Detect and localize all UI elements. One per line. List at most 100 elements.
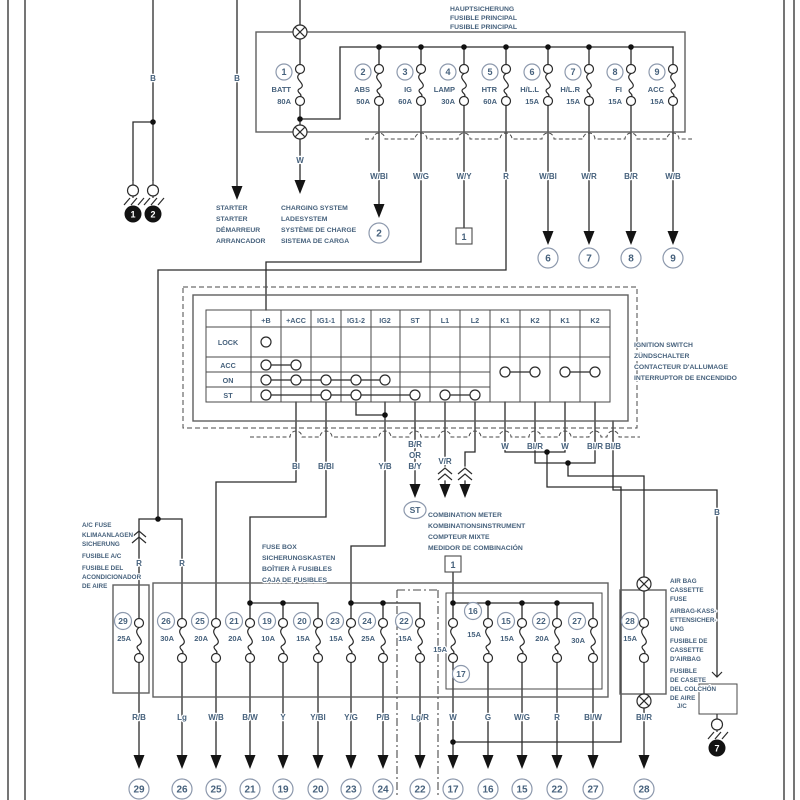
ignition-output-wires <box>215 401 718 743</box>
wire-color-label: B <box>150 74 156 83</box>
fuse-amp: 15A <box>329 634 343 643</box>
wire-color-label: Bl/B <box>605 442 621 451</box>
label-charging-de: LADESYSTEM <box>281 216 328 223</box>
ac-fuse-label-block: A/C FUSE KLIMAANLAGEN SICHERUNG FUSIBLE … <box>81 521 143 591</box>
col-header: ST <box>410 316 420 325</box>
fuse-number: 4 <box>445 67 450 77</box>
starter-label-block: STARTER STARTER DÉMARREUR ARRANCADOR <box>215 204 267 246</box>
wire-color-label: P/B <box>376 713 390 722</box>
wire-color-label: B/Y <box>408 462 422 471</box>
fuse-name: H/L.L <box>520 85 539 94</box>
ignition-contact-matrix <box>260 336 601 401</box>
fuse-number: 25 <box>195 616 205 626</box>
row-header: ON <box>223 376 234 385</box>
label-airbag: CASSETTE <box>670 587 704 594</box>
label-starter-fr: DÉMARREUR <box>216 225 260 234</box>
connector-ref: 20 <box>312 785 324 796</box>
fuse-amp: 15A <box>433 645 447 654</box>
label-fusebox-es: CAJA DE FUSIBLES <box>262 577 328 584</box>
connector-destination-badges: 2 6 7 8 9 1 1 ST <box>368 222 684 573</box>
connector-ref: 6 <box>545 254 551 265</box>
label-airbag: ETTENSICHER- <box>670 617 717 624</box>
wire-color-label: W <box>449 713 457 722</box>
bottom-destination-badges: 29 26 25 21 19 20 23 24 22 17 16 15 22 2… <box>128 778 655 800</box>
wire-color-label: W/Y <box>456 172 472 181</box>
fuse-number: 27 <box>572 616 582 626</box>
connector-ref-boxed: 1 <box>450 560 455 570</box>
wire-color-label: R <box>554 713 560 722</box>
ground-ref: 2 <box>150 210 155 220</box>
label-ac-de2: SICHERUNG <box>82 541 120 548</box>
row-header: LOCK <box>218 338 239 347</box>
label-airbag: FUSIBLE DE <box>670 638 707 645</box>
fuse-number: 21 <box>229 616 239 626</box>
col-header: +B <box>261 316 270 325</box>
fuse-box-label-block: FUSE BOX SICHERUNGSKASTEN BOÎTIER À FUSI… <box>261 543 337 585</box>
charging-label-block: CHARGING SYSTEM LADESYSTEM SYSTÈME DE CH… <box>280 204 358 246</box>
fuse-amp: 15A <box>566 97 580 106</box>
label-airbag: DE CASETE <box>670 677 706 684</box>
col-header: IG1-1 <box>317 316 335 325</box>
wire-color-label: Y/Bl <box>310 713 326 722</box>
ground-number-badges: 1 2 7 <box>124 205 726 757</box>
fuse-amp: 15A <box>608 97 622 106</box>
bottom-fuse-amp-labels: 25A 30A 20A 20A 10A 15A 15A 25A 15A 15A … <box>116 629 639 655</box>
connector-scallop-mid <box>250 430 640 438</box>
label-airbag: DEL COLCHÓN <box>670 684 717 693</box>
fuse-amp: 60A <box>483 97 497 106</box>
wire-color-label: B/R <box>408 440 422 449</box>
connector-ref: 16 <box>482 785 494 796</box>
wire-b-starter-ground <box>132 0 238 187</box>
fuse-name: H/L.R <box>560 85 580 94</box>
fuse-amp: 15A <box>525 97 539 106</box>
connector-ref: 27 <box>587 785 599 796</box>
col-header: IG1-2 <box>347 316 365 325</box>
airbag-label-block: AIR BAG CASSETTE FUSE AIRBAG-KASS- ETTEN… <box>669 577 718 703</box>
wire-color-label: W <box>561 442 569 451</box>
label-starter-en: STARTER <box>216 205 248 212</box>
label-fusebox-fr: BOÎTIER À FUSIBLES <box>262 564 332 573</box>
wire-color-label: W/R <box>581 172 597 181</box>
label-charging-fr: SYSTÈME DE CHARGE <box>281 225 357 234</box>
fuse-number: 23 <box>330 616 340 626</box>
ground-ref: 1 <box>130 210 135 220</box>
label-airbag: DE AIRE <box>670 695 695 702</box>
label-ac-en: A/C FUSE <box>82 522 111 529</box>
wire-color-label: OR <box>409 451 421 460</box>
fuse-number: 8 <box>612 67 617 77</box>
connector-ref: 29 <box>133 785 145 796</box>
connector-ref: 8 <box>628 254 634 265</box>
wire-color-label: Bl/R <box>636 713 652 722</box>
fuse-amp: 15A <box>467 630 481 639</box>
ignition-matrix-headers: +B +ACC IG1-1 IG1-2 IG2 ST L1 L2 K1 K2 K… <box>217 315 601 401</box>
fuse-amp: 10A <box>261 634 275 643</box>
connector-ref: 22 <box>414 785 426 796</box>
fuse-number: 6 <box>529 67 534 77</box>
wire-color-label: B <box>234 74 240 83</box>
connector-ref: 25 <box>210 785 222 796</box>
label-airbag: FUSIBLE <box>670 668 697 675</box>
fuse-amp: 15A <box>296 634 310 643</box>
main-fuse-output-wires <box>157 131 674 520</box>
connector-ref: 24 <box>377 785 389 796</box>
wire-color-label: Lg/R <box>411 713 429 722</box>
label-ignition-es: INTERRUPTOR DE ENCENDIDO <box>634 375 737 382</box>
fuse-amp: 25A <box>117 634 131 643</box>
st-connector-ref: ST <box>410 505 422 515</box>
fuse-number: 1 <box>281 67 286 77</box>
row-header: ACC <box>220 361 236 370</box>
col-header: K1 <box>560 316 569 325</box>
fuse-amp: 50A <box>356 97 370 106</box>
label-airbag: UNG <box>670 626 684 633</box>
fuse-amp: 30A <box>441 97 455 106</box>
wire-color-label: G <box>485 713 491 722</box>
label-ac-fr: FUSIBLE A/C <box>82 553 122 560</box>
connector-ref: 2 <box>376 229 382 240</box>
connector-ref: 21 <box>244 785 256 796</box>
wire-color-label: Bl/R <box>527 442 543 451</box>
wire-color-label: W/B <box>665 172 681 181</box>
wire-color-label: B <box>714 508 720 517</box>
col-header: L2 <box>471 316 479 325</box>
fuse-number: 15 <box>501 616 511 626</box>
